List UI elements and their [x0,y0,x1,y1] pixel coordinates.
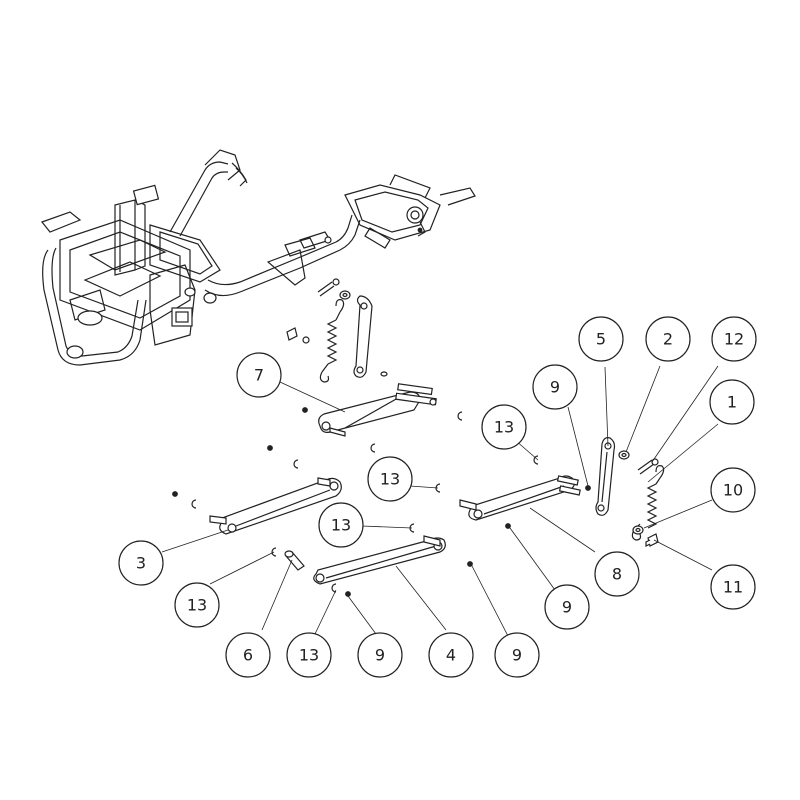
callout-label: 13 [494,418,514,437]
callout-label: 8 [612,565,622,584]
callout-1: 1 [709,379,755,425]
part-3-arm [209,477,342,535]
callout-label: 6 [243,646,253,665]
callout-9: 9 [357,632,403,678]
part-12-cotter-pin [637,458,659,475]
callout-label: 10 [723,481,743,500]
leader-lines [161,365,719,637]
callout-13: 13 [481,404,527,450]
callout-2: 2 [645,316,691,362]
callout-9: 9 [494,632,540,678]
upper-hardware [286,278,388,383]
part-4-arm [313,535,446,585]
callout-label: 2 [663,330,673,349]
callout-label: 5 [596,330,606,349]
small-clips-and-nuts [172,407,591,597]
callout-label: 13 [331,516,351,535]
callouts: 7 13 9 5 2 12 1 13 [118,316,757,678]
callout-6: 6 [225,632,271,678]
callout-9: 9 [544,584,590,630]
callout-13: 13 [318,502,364,548]
callout-13: 13 [286,632,332,678]
callout-label: 9 [512,646,522,665]
part-6-pin [284,550,305,571]
callout-label: 1 [727,393,737,412]
callout-label: 13 [187,596,207,615]
part-11-bolt [645,533,659,547]
callout-13: 13 [367,456,413,502]
callout-label: 13 [299,646,319,665]
part-1-spring [631,465,665,541]
callout-label: 9 [375,646,385,665]
part-8-arm [459,475,581,521]
callout-label: 4 [446,646,456,665]
callout-9: 9 [532,364,578,410]
callout-label: 12 [724,330,744,349]
callout-label: 13 [380,470,400,489]
callout-label: 3 [136,554,146,573]
callout-13: 13 [174,582,220,628]
callout-3: 3 [118,540,164,586]
callout-12: 12 [711,316,757,362]
callout-label: 7 [254,366,264,385]
callout-label: 9 [562,598,572,617]
callout-4: 4 [428,632,474,678]
part-2-washer [618,450,630,460]
callout-8: 8 [594,551,640,597]
callout-7: 7 [236,352,282,398]
callout-label: 11 [723,578,743,597]
part-5-strap [595,437,616,516]
part-7-arm [318,383,437,437]
callout-5: 5 [578,316,624,362]
callout-label: 9 [550,378,560,397]
callout-11: 11 [710,564,756,610]
part-10-washer [632,525,644,535]
main-frame-assembly [41,149,476,366]
callout-10: 10 [710,467,756,513]
